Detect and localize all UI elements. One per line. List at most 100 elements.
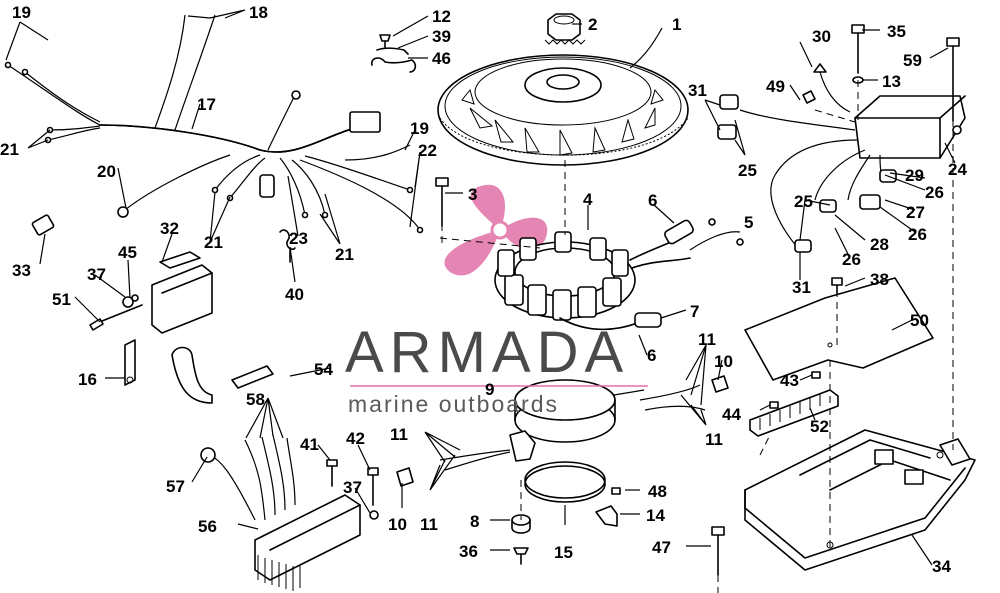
callout-13: 13 <box>882 72 901 91</box>
callout-44: 44 <box>722 405 741 424</box>
clip-14 <box>595 487 621 527</box>
callout-6-top: 6 <box>648 191 657 210</box>
callout-36: 36 <box>459 542 478 561</box>
power-pack <box>200 434 361 591</box>
flywheel <box>437 54 689 166</box>
callout-46: 46 <box>432 49 451 68</box>
leads-5 <box>689 218 744 251</box>
watermark: ARMADA marine outboards <box>345 320 648 417</box>
callout-56: 56 <box>198 517 217 536</box>
callout-25-middle: 25 <box>794 192 813 211</box>
callout-14: 14 <box>646 506 665 525</box>
clips-23-40 <box>279 229 296 263</box>
alignment-lines <box>439 80 954 593</box>
callout-9: 9 <box>485 380 494 399</box>
small-bolts-bottom <box>326 375 729 520</box>
wire-bundles <box>439 384 706 471</box>
callout-29: 29 <box>905 166 924 185</box>
cover-plate-50 <box>744 277 934 381</box>
callout-26-middle: 26 <box>908 225 927 244</box>
small-parts-left <box>31 214 143 331</box>
callout-42: 42 <box>346 429 365 448</box>
callout-8: 8 <box>470 512 479 531</box>
callout-50: 50 <box>910 311 929 330</box>
callout-40: 40 <box>285 285 304 304</box>
callout-34: 34 <box>932 557 951 576</box>
timer-base <box>509 379 616 462</box>
callout-31-bottom: 31 <box>792 278 811 297</box>
callout-35: 35 <box>887 22 906 41</box>
callout-52: 52 <box>810 417 829 436</box>
callout-21-left: 21 <box>0 140 19 159</box>
callout-38: 38 <box>870 270 889 289</box>
callouts: 1 2 3 4 5 6 6 7 8 9 10 10 11 11 11 11 12… <box>0 3 967 576</box>
callout-16: 16 <box>78 370 97 389</box>
callout-2: 2 <box>588 15 597 34</box>
callout-3: 3 <box>468 185 477 204</box>
callout-11-top-right: 11 <box>698 330 716 349</box>
flywheel-nut <box>544 13 586 45</box>
ignition-coil <box>151 251 213 334</box>
callout-27: 27 <box>906 203 925 222</box>
callout-37-left: 37 <box>87 265 106 284</box>
callout-11-left-bottom: 11 <box>420 515 438 534</box>
callout-5: 5 <box>744 213 753 232</box>
callout-49: 49 <box>766 77 785 96</box>
callout-18: 18 <box>249 3 268 22</box>
callout-41: 41 <box>300 435 319 454</box>
callout-39: 39 <box>432 27 451 46</box>
callout-25-top: 25 <box>738 161 757 180</box>
clips-12-39-46 <box>370 34 417 73</box>
callout-21-right: 21 <box>335 245 354 264</box>
callout-1: 1 <box>672 15 681 34</box>
callout-17: 17 <box>197 95 216 114</box>
callout-58: 58 <box>246 390 265 409</box>
callout-33: 33 <box>12 261 31 280</box>
stator <box>494 219 694 331</box>
callout-31-top: 31 <box>688 81 707 100</box>
mounting-bracket-34 <box>744 429 976 571</box>
callout-30: 30 <box>812 27 831 46</box>
screw-36 <box>513 547 529 565</box>
callout-12: 12 <box>432 7 451 26</box>
callout-45: 45 <box>118 243 137 262</box>
callout-7: 7 <box>690 302 699 321</box>
callout-4: 4 <box>583 190 593 209</box>
callout-19-right: 19 <box>410 119 429 138</box>
callout-20: 20 <box>97 162 116 181</box>
callout-26-top: 26 <box>925 183 944 202</box>
callout-57: 57 <box>166 477 185 496</box>
callout-24: 24 <box>948 160 967 179</box>
callout-11-bottom-right: 11 <box>705 430 723 449</box>
callout-48: 48 <box>648 482 667 501</box>
callout-10-left: 10 <box>388 515 407 534</box>
callout-51: 51 <box>52 290 71 309</box>
bolt-47 <box>711 526 725 576</box>
boot-54 <box>171 346 274 404</box>
callout-47: 47 <box>652 538 671 557</box>
callout-15: 15 <box>554 543 573 562</box>
callout-37-bottom: 37 <box>343 478 362 497</box>
callout-54: 54 <box>314 360 333 379</box>
callout-6-bottom: 6 <box>647 346 656 365</box>
watermark-logo <box>444 184 548 276</box>
callout-10-right: 10 <box>714 352 733 371</box>
watermark-sub-text: marine outboards <box>348 391 559 417</box>
leader-lines <box>5 9 956 566</box>
callout-43: 43 <box>780 371 799 390</box>
callout-28: 28 <box>870 235 889 254</box>
callout-19-left: 19 <box>12 3 31 22</box>
callout-23: 23 <box>289 229 308 248</box>
retaining-ring <box>524 461 606 503</box>
clip-16 <box>124 339 136 386</box>
callout-26-bottom: 26 <box>842 250 861 269</box>
callout-21-middle: 21 <box>204 233 223 252</box>
callout-22: 22 <box>418 141 437 160</box>
ignition-module-24 <box>717 63 966 253</box>
callout-11-left-top: 11 <box>390 425 408 444</box>
callout-59: 59 <box>903 51 922 70</box>
callout-32: 32 <box>160 219 179 238</box>
watermark-main-text: ARMADA <box>345 320 629 385</box>
